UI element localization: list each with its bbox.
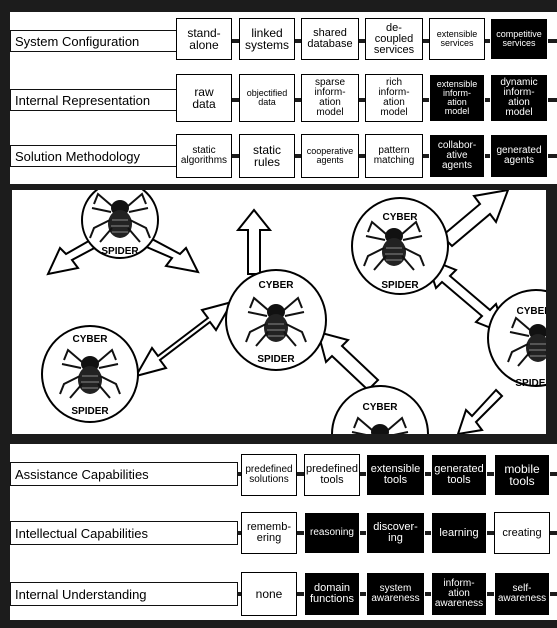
cell-remembering: rememb- ering <box>241 512 297 554</box>
cell-raw-data: raw data <box>176 74 232 122</box>
arrow-up-center <box>235 208 273 275</box>
spider-label-top: CYBER <box>258 280 294 291</box>
cell-information-awareness: inform- ation awareness <box>431 572 487 616</box>
cyber-spider-diagram: SPIDER CYBER SPIDER CYBER SPIDER CYBER S… <box>12 190 546 434</box>
spider-top-right: CYBER SPIDER <box>351 197 449 295</box>
cell-sparse-information-model: sparse inform- ation model <box>301 74 359 122</box>
row-label: Intellectual Capabilities <box>10 521 238 545</box>
spider-bottom: CYBER <box>331 385 429 434</box>
cell-extensible-information-model: extensible inform- ation model <box>429 74 485 122</box>
arrow-double-diagonal <box>133 300 235 378</box>
arrow-up-left-small <box>316 330 380 392</box>
spider-network-svg: SPIDER CYBER SPIDER CYBER SPIDER CYBER S… <box>41 190 546 434</box>
spider-label-bottom: SPIDER <box>257 354 295 365</box>
spider-label-top: CYBER <box>362 402 398 413</box>
row-label: System Configuration <box>10 30 195 52</box>
row-label: Internal Understanding <box>10 582 238 606</box>
cell-competitive-services: competitive services <box>490 18 548 60</box>
cell-shared-database: shared database <box>301 18 359 60</box>
cell-rich-information-model: rich inform- ation model <box>365 74 423 122</box>
spider-label-top: CYBER <box>72 334 108 345</box>
cell-mobile-tools: mobile tools <box>494 454 550 496</box>
spider-left: CYBER SPIDER <box>41 325 139 423</box>
spider-label-bottom: SPIDER <box>71 406 109 417</box>
cell-standalone: stand- alone <box>176 18 232 60</box>
row-label: Assistance Capabilities <box>10 462 238 486</box>
spider-label-bottom: SPIDER <box>515 378 546 389</box>
arrow-up-right <box>440 190 510 248</box>
cell-creating: creating <box>494 512 550 554</box>
cell-linked-systems: linked systems <box>239 18 295 60</box>
row-label: Solution Methodology <box>10 145 195 167</box>
cell-none: none <box>241 572 297 616</box>
cell-static-rules: static rules <box>239 134 295 178</box>
spider-right-edge: CYBER SPIDER <box>487 289 546 389</box>
cell-static-algorithms: static algorithms <box>176 134 232 178</box>
cell-predefined-solutions: predefined solutions <box>241 454 297 496</box>
cell-dynamic-information-model: dynamic inform- ation model <box>490 74 548 122</box>
spider-center: CYBER SPIDER <box>225 269 327 371</box>
cell-pattern-matching: pattern matching <box>365 134 423 178</box>
arrow-right-lower <box>140 236 200 274</box>
cell-generated-agents: generated agents <box>490 134 548 178</box>
cell-collaborative-agents: collabor- ative agents <box>429 134 485 178</box>
cell-extensible-services: extensible services <box>429 18 485 60</box>
cell-generated-tools: generated tools <box>431 454 487 496</box>
cell-objectified-data: objectified data <box>239 74 295 122</box>
cell-learning: learning <box>431 512 487 554</box>
spider-label-top: CYBER <box>516 306 546 317</box>
cell-decoupled-services: de- coupled services <box>365 18 423 60</box>
cell-domain-functions: domain functions <box>304 572 360 616</box>
cell-extensible-tools: extensible tools <box>366 454 425 496</box>
cell-cooperative-agents: cooperative agents <box>301 134 359 178</box>
spider-label-bottom: SPIDER <box>101 246 139 257</box>
spider-top-left: SPIDER <box>81 190 159 259</box>
cell-reasoning: reasoning <box>304 512 360 554</box>
spider-label-top: CYBER <box>382 212 418 223</box>
arrows <box>46 190 510 434</box>
spider-label-bottom: SPIDER <box>381 280 419 291</box>
cell-predefined-tools: predefined tools <box>304 454 360 496</box>
cell-system-awareness: system awareness <box>366 572 425 616</box>
arrow-down-left <box>456 388 504 434</box>
cell-discovering: discover- ing <box>366 512 425 554</box>
cell-self-awareness: self- awareness <box>494 572 550 616</box>
row-label: Internal Representation <box>10 89 195 111</box>
